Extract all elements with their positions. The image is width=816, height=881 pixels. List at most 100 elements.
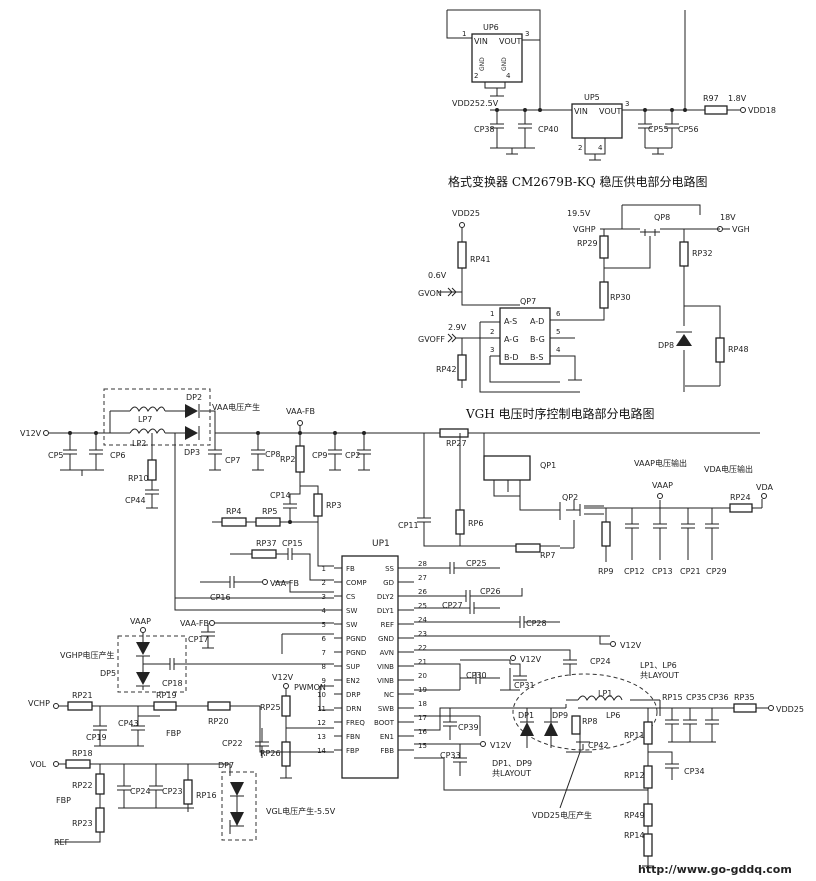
up1-right-pin-name: FBB bbox=[380, 747, 394, 755]
ic-up5-label: UP5 bbox=[584, 93, 600, 102]
up1-left-pin-name: DRN bbox=[346, 705, 362, 713]
vdd25-gen-ellipse bbox=[512, 673, 658, 751]
up1-right-pin-num: 22 bbox=[418, 644, 427, 652]
net-vaa-fb-mid: VAA-FB bbox=[180, 619, 209, 628]
part-cp24-left: CP24 bbox=[130, 787, 151, 796]
part-cp38: CP38 bbox=[474, 125, 495, 134]
vgl-block-box bbox=[221, 771, 257, 841]
resistor-rp48 bbox=[715, 337, 725, 363]
up1-right-pin-name: VINB bbox=[377, 677, 394, 685]
label-dp-layout2: 共LAYOUT bbox=[492, 769, 531, 778]
up1-left-pin-name: PGND bbox=[346, 649, 366, 657]
part-rp23: RP23 bbox=[72, 819, 93, 828]
resistor-rp19 bbox=[153, 701, 177, 711]
net-v12v-r2: V12V bbox=[520, 655, 542, 664]
up6-vin: VIN bbox=[474, 37, 488, 46]
up1-right-pin-num: 23 bbox=[418, 630, 427, 638]
resistor-rp3 bbox=[313, 493, 323, 517]
qp7-pin-ad: A-D bbox=[530, 317, 544, 326]
label-vgl-gen: VGL电压产生-5.5V bbox=[266, 806, 336, 816]
part-cp34: CP34 bbox=[684, 767, 705, 776]
part-dp2: DP2 bbox=[186, 393, 202, 402]
up1-left-pin-name: FREQ bbox=[346, 719, 365, 727]
net-v12v-r3: V12V bbox=[490, 741, 512, 750]
net-pwmon: PWMON bbox=[294, 683, 326, 692]
label-dp-layout: DP1、DP9 bbox=[492, 759, 532, 768]
part-rp18: RP18 bbox=[72, 749, 93, 758]
net-2v5: 2.5V bbox=[480, 99, 499, 108]
part-rp20: RP20 bbox=[208, 717, 229, 726]
part-rp25: RP25 bbox=[260, 703, 281, 712]
resistor-rp9 bbox=[601, 521, 611, 547]
up1-left-pin-num: 1 bbox=[322, 565, 326, 573]
resistor-rp6 bbox=[455, 509, 465, 535]
part-dp9: DP9 bbox=[552, 711, 568, 720]
net-gvon: GVON bbox=[418, 289, 442, 298]
ic-qp7-label: QP7 bbox=[520, 297, 536, 306]
up1-right-pin-num: 17 bbox=[418, 714, 427, 722]
part-rp6: RP6 bbox=[468, 519, 483, 528]
part-rp32: RP32 bbox=[692, 249, 713, 258]
part-cp39: CP39 bbox=[458, 723, 479, 732]
net-1v8: 1.8V bbox=[728, 94, 747, 103]
diode-dp5b bbox=[136, 672, 150, 685]
up1-right-pin-name: GD bbox=[383, 579, 394, 587]
resistor-rp18 bbox=[65, 759, 91, 769]
part-dp3: DP3 bbox=[184, 448, 200, 457]
diode-dp9 bbox=[544, 722, 558, 736]
part-lp6: LP6 bbox=[606, 711, 620, 720]
resistor-rp49 bbox=[643, 803, 653, 827]
part-rp22: RP22 bbox=[72, 781, 93, 790]
label-lp-layout2: 共LAYOUT bbox=[640, 671, 679, 680]
part-rp49: RP49 bbox=[624, 811, 645, 820]
up1-left-pin-num: 7 bbox=[322, 649, 326, 657]
qp7-num2: 2 bbox=[490, 328, 494, 336]
part-rp7: RP7 bbox=[540, 551, 555, 560]
net-v12v-in: V12V bbox=[20, 429, 42, 438]
resistor-rp35 bbox=[733, 703, 757, 713]
up1-left-pin-name: SUP bbox=[346, 663, 360, 671]
net-vdd18: VDD18 bbox=[748, 106, 776, 115]
part-rp10: RP10 bbox=[128, 474, 149, 483]
resistor-rp21 bbox=[67, 701, 93, 711]
qp7-num5: 5 bbox=[556, 328, 560, 336]
resistor-rp7 bbox=[515, 543, 541, 553]
qp7-num1: 1 bbox=[490, 310, 494, 318]
up1-left-pin-num: 11 bbox=[317, 705, 326, 713]
part-rp9: RP9 bbox=[598, 567, 613, 576]
part-dp5: DP5 bbox=[100, 669, 116, 678]
resistor-rp41 bbox=[457, 241, 467, 269]
part-cp25: CP25 bbox=[466, 559, 487, 568]
up1-left-pin-name: FB bbox=[346, 565, 355, 573]
up1-right-pin-num: 28 bbox=[418, 560, 427, 568]
up1-left-pin-num: 8 bbox=[322, 663, 326, 671]
up6-pin4: 4 bbox=[506, 72, 511, 80]
ic-qp7 bbox=[499, 307, 551, 365]
part-rp48: RP48 bbox=[728, 345, 749, 354]
part-cp22: CP22 bbox=[222, 739, 243, 748]
ic-up6-label: UP6 bbox=[483, 23, 499, 32]
resistor-rp20 bbox=[207, 701, 231, 711]
vaa-block-box bbox=[103, 388, 211, 446]
net-vaa-fb-cs: VAA-FB bbox=[270, 579, 299, 588]
part-rp37: RP37 bbox=[256, 539, 277, 548]
part-rp35: RP35 bbox=[734, 693, 755, 702]
resistor-rp5 bbox=[255, 517, 281, 527]
part-cp17: CP17 bbox=[188, 635, 209, 644]
up1-left-pin-num: 3 bbox=[322, 593, 326, 601]
diode-dp8 bbox=[676, 334, 692, 346]
net-v12v-r1: V12V bbox=[620, 641, 642, 650]
part-cp31: CP31 bbox=[514, 681, 535, 690]
net-vdd25-top: VDD25 bbox=[452, 99, 480, 108]
up1-right-pin-name: DLY1 bbox=[377, 607, 394, 615]
resistor-rp37 bbox=[251, 549, 277, 559]
part-cp11: CP11 bbox=[398, 521, 419, 530]
part-lp2: LP2 bbox=[132, 439, 146, 448]
net-vda: VDA bbox=[756, 483, 773, 492]
diode-dp7a bbox=[230, 782, 244, 796]
resistor-rp8 bbox=[571, 715, 581, 735]
up1-left-pin-name: SW bbox=[346, 621, 357, 629]
part-cp13: CP13 bbox=[652, 567, 673, 576]
part-cp28: CP28 bbox=[526, 619, 547, 628]
